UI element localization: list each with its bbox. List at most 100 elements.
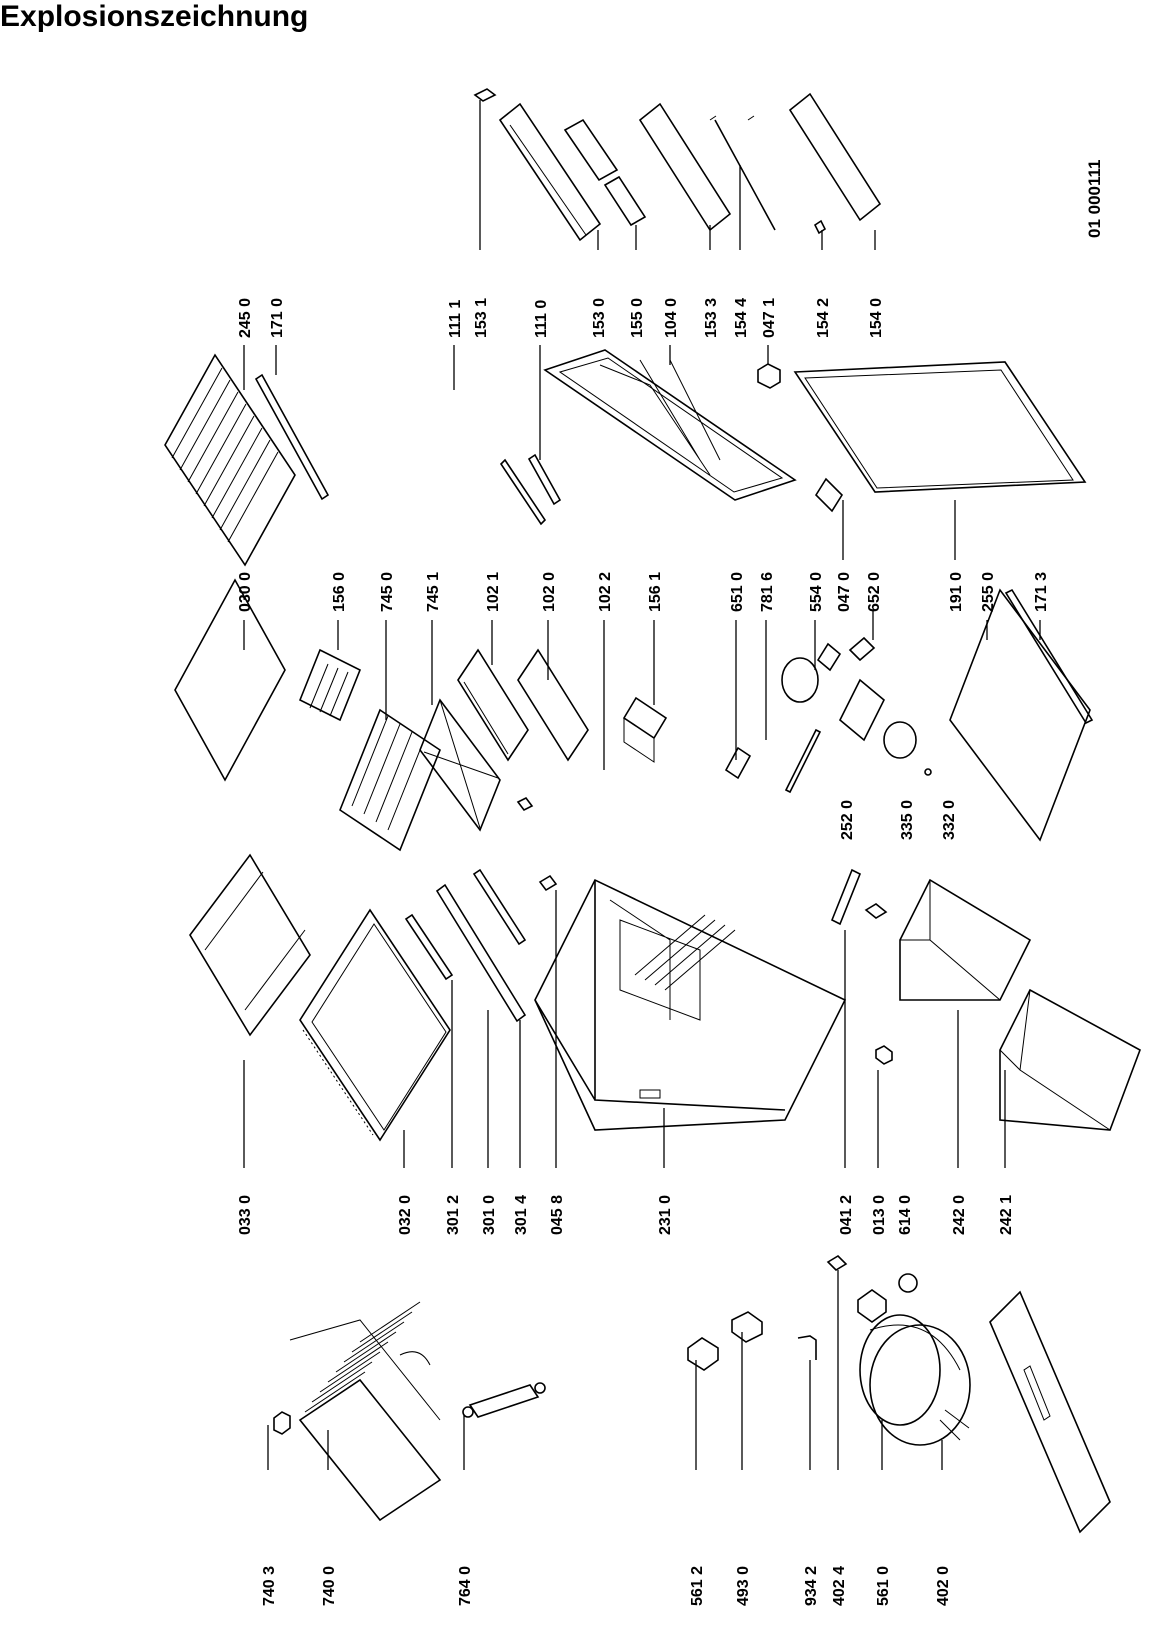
label-047-0: 047 0 [836,572,853,612]
label-111-1: 111 1 [447,300,464,338]
part-252-0-thermostat [839,678,885,742]
label-934-2: 934 2 [803,1566,820,1606]
part-335-0-knob [883,721,917,759]
label-033-0: 033 0 [237,1195,254,1235]
label-493-0: 493 0 [735,1566,752,1606]
part-171-0-strip [254,373,330,501]
part-030-0-glass [174,578,286,782]
label-255-0: 255 0 [980,572,997,612]
label-045-8: 045 8 [549,1195,566,1235]
label-561-0: 561 0 [875,1566,892,1606]
part-111-0-handle [527,453,562,506]
label-740-3: 740 3 [261,1566,278,1606]
part-labels: 740 3 740 0 764 0 561 2 493 0 934 2 402 … [237,160,1104,1606]
part-561-2-relay [687,1337,719,1371]
part-301-2-strip [404,913,454,981]
part-781-6-rod [784,728,822,794]
part-651-0 [724,746,752,780]
leader-lines [243,100,1041,1470]
label-030-0: 030 0 [237,572,254,612]
cabinet-group [189,853,1141,1142]
part-493-0 [731,1311,763,1343]
label-153-1: 153 1 [473,298,490,338]
part-764-0-dryer [468,1384,540,1418]
part-032-0-shelf [299,908,451,1142]
part-047-0 [814,477,844,513]
part-332-0-screw [924,768,932,776]
part-231-0-cabinet [534,878,847,1131]
part-402-0-compressor [859,1314,941,1426]
label-402-4: 402 4 [831,1566,848,1606]
part-242-0-crisper [899,878,1032,1001]
label-245-0: 245 0 [237,298,254,338]
label-156-0: 156 0 [331,572,348,612]
document-number: 01 000111 [1085,160,1104,238]
label-651-0: 651 0 [729,572,746,612]
label-242-1: 242 1 [998,1195,1015,1235]
part-171-3-strip [1004,588,1094,725]
label-781-6: 781 6 [759,572,776,612]
label-154-2: 154 2 [815,298,832,338]
part-153-0-shelf [498,102,602,242]
condenser-group [273,1254,1111,1534]
label-252-0: 252 0 [839,800,856,840]
part-154-2-clip [813,219,827,235]
part-301-4-strip [472,868,527,946]
label-191-0: 191 0 [948,572,965,612]
label-231-0: 231 0 [657,1195,674,1235]
label-153-3: 153 3 [703,298,720,338]
part-156-1-box [622,696,668,740]
part-041-2-hinge [830,868,862,926]
part-153-3-shelf [638,102,732,232]
part-155-0-eggtray [563,118,619,182]
part-102-1-frame [457,648,529,762]
label-614-0: 614 0 [897,1195,914,1235]
label-301-2: 301 2 [445,1195,462,1235]
label-745-1: 745 1 [425,572,442,612]
part-102-0-panel [517,648,589,762]
part-934-2-clip [797,1335,817,1360]
label-652-0: 652 0 [866,572,883,612]
label-332-0: 332 0 [941,800,958,840]
label-155-0: 155 0 [629,298,646,338]
label-561-2: 561 2 [689,1566,706,1606]
label-156-1: 156 1 [647,572,664,612]
part-104-0-door [543,349,797,501]
part-745-1-tray [419,698,501,832]
part-245-0-grid [164,353,296,567]
part-191-0-gasket [793,361,1087,493]
label-013-0: 013 0 [871,1195,888,1235]
part-045-8-screw [538,874,558,892]
label-171-3: 171 3 [1033,572,1050,612]
part-242-1-crisper [999,988,1141,1131]
part-156-0-tray [298,648,362,722]
label-745-0: 745 0 [379,572,396,612]
part-554-0-lamp [781,657,819,703]
label-301-4: 301 4 [513,1195,530,1235]
label-402-0: 402 0 [935,1566,952,1606]
part-154-0-shelf [788,92,882,222]
part-614-0 [857,1289,887,1323]
part-153-1-pin [473,88,497,102]
part-740-3-clip [273,1411,291,1435]
part-033-0-shelf [189,853,311,1037]
label-102-1: 102 1 [485,572,502,612]
label-102-0: 102 0 [541,572,558,612]
part-301-0-rail [435,883,527,1023]
page-title: Explosionszeichnung [0,0,309,33]
part-402-4 [826,1254,848,1272]
label-104-0: 104 0 [663,298,680,338]
label-153-0: 153 0 [591,298,608,338]
part-compressor-plate [989,1290,1111,1534]
label-111-0: 111 0 [533,300,550,338]
label-335-0: 335 0 [899,800,916,840]
part-745-0-drawer [339,708,441,852]
label-047-1: 047 1 [761,298,778,338]
part-102-2-screw [516,796,534,812]
part-013-0 [875,1045,893,1065]
label-301-0: 301 0 [481,1195,498,1235]
label-740-0: 740 0 [321,1566,338,1606]
freezer-group [174,477,1094,852]
label-041-2: 041 2 [838,1195,855,1235]
